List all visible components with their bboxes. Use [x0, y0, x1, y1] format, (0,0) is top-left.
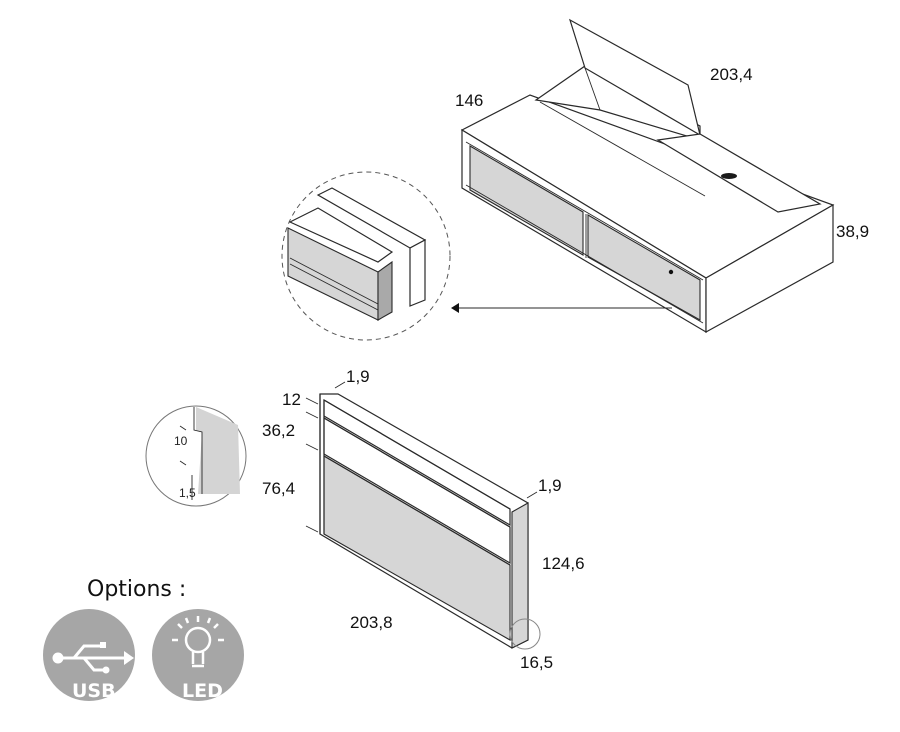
- led-option-badge: LED: [152, 609, 244, 702]
- headboard-top-thickness-label: 1,9: [346, 367, 370, 386]
- headboard-drawing: [305, 381, 541, 650]
- usb-label: USB: [72, 680, 116, 702]
- bed-drawing: [460, 18, 835, 334]
- light-bulb-icon: [172, 616, 224, 668]
- headboard-foot-label: 16,5: [520, 653, 553, 672]
- groove-detail-zoom: [145, 405, 247, 507]
- headboard-side-thickness-label: 1,9: [538, 476, 562, 495]
- headboard-width-label: 203,8: [350, 613, 393, 632]
- bed-depth-label: 146: [455, 91, 483, 110]
- led-label: LED: [182, 680, 223, 702]
- bed-width-label: 203,4: [710, 65, 753, 84]
- usb-icon: [52, 642, 134, 674]
- headboard-lower-panel-label: 76,4: [262, 479, 295, 498]
- drawer-detail-zoom: [281, 171, 451, 341]
- groove-height-label: 10: [174, 434, 188, 448]
- usb-option-badge: USB: [43, 609, 135, 702]
- headboard-middle-shelf-label: 36,2: [262, 421, 295, 440]
- bed-height-label: 38,9: [836, 222, 869, 241]
- options-title: Options :: [87, 577, 186, 602]
- headboard-top-shelf-label: 12: [282, 390, 301, 409]
- detail-arrow: [451, 303, 672, 313]
- groove-depth-label: 1,5: [179, 486, 196, 500]
- headboard-height-label: 124,6: [542, 554, 585, 573]
